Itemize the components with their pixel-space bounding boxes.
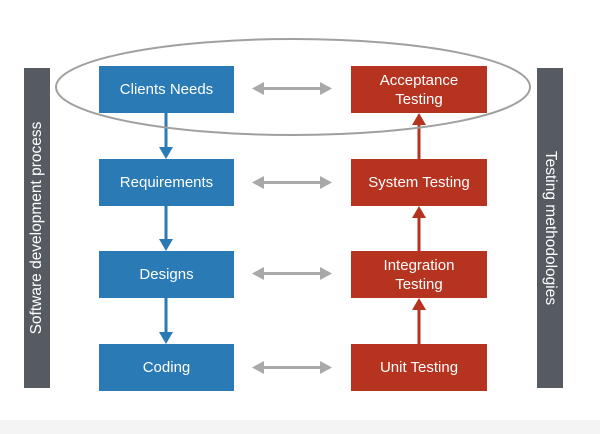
footer-band (0, 420, 600, 434)
integration-testing-box: Integration Testing (351, 251, 487, 298)
software-development-process-bar: Software development process (24, 68, 50, 388)
link-clients-acceptance (252, 82, 332, 95)
link-coding-unit (252, 361, 332, 374)
link-requirements-system (252, 176, 332, 189)
requirements-label: Requirements (119, 174, 214, 191)
requirements-box: Requirements (99, 159, 234, 206)
unit-testing-box: Unit Testing (351, 344, 487, 391)
arrowhead-integration-to-system (412, 206, 426, 218)
arrowhead-requirements-to-designs (159, 239, 173, 251)
coding-box: Coding (99, 344, 234, 391)
unit-testing-label: Unit Testing (379, 359, 459, 376)
link-designs-integration (252, 267, 332, 280)
clients-needs-box: Clients Needs (99, 66, 234, 113)
coding-label: Coding (142, 359, 191, 376)
acceptance-testing-box: Acceptance Testing (351, 66, 487, 113)
clients-needs-label: Clients Needs (119, 81, 214, 98)
arrowhead-unit-to-integration (412, 298, 426, 310)
designs-box: Designs (99, 251, 234, 298)
testing-methodologies-bar: Testing methodologies (537, 68, 563, 388)
arrowhead-clients-to-requirements (159, 147, 173, 159)
acceptance-testing-label: Acceptance Testing (379, 71, 459, 108)
system-testing-box: System Testing (351, 159, 487, 206)
designs-label: Designs (139, 266, 194, 283)
arrowhead-system-to-acceptance (412, 113, 426, 125)
integration-testing-label: Integration Testing (383, 256, 455, 293)
system-testing-label: System Testing (368, 174, 470, 191)
arrowhead-designs-to-coding (159, 332, 173, 344)
